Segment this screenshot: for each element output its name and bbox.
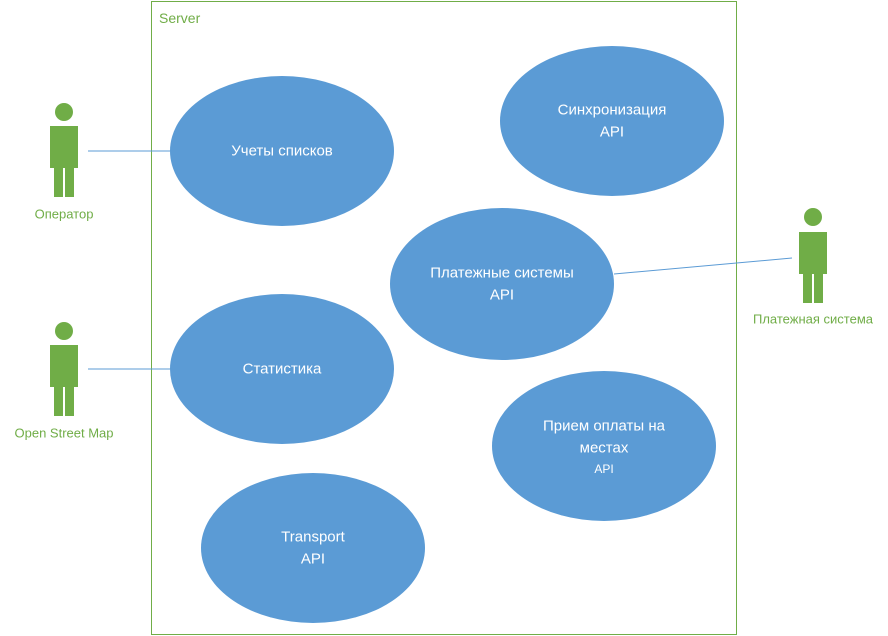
actor-osm[interactable]: Open Street Map [15,322,114,441]
actor-operator[interactable]: Оператор [35,103,94,222]
actor-payment-icon [799,208,827,303]
use-case-onsite-shape [492,371,716,521]
use-case-lists-label: Учеты списков [231,143,333,160]
actor-operator-icon [50,103,78,197]
system-title: Server [159,10,201,26]
use-case-stats-shape [170,294,394,444]
use-case-onsite-label-2: местах [580,440,629,457]
actor-payment[interactable]: Платежная система [753,208,874,327]
actor-osm-icon [50,322,78,416]
use-case-transport[interactable]: Transport API [201,473,425,623]
use-case-lists-shape [170,76,394,226]
use-case-payments-label-2: API [490,287,514,304]
use-case-payments-label-1: Платежные системы [430,265,574,282]
use-case-stats-label: Статистика [243,361,322,378]
use-case-transport-shape [201,473,425,623]
use-case-sync-label-1: Синхронизация [558,102,667,119]
use-case-onsite-label-3: API [594,462,613,476]
system-boundary [151,1,737,635]
use-case-transport-label-2: API [301,551,325,568]
use-case-sync[interactable]: Синхронизация API [500,46,724,196]
connector-payment-payments [613,257,793,275]
actor-payment-label: Платежная система [753,312,874,327]
use-case-onsite[interactable]: Прием оплаты на местах API [492,371,716,521]
actor-operator-label: Оператор [35,207,94,222]
use-case-payments-shape [390,208,614,360]
use-case-sync-label-2: API [600,124,624,141]
use-case-transport-label-1: Transport [281,529,345,546]
use-case-payments[interactable]: Платежные системы API [390,208,614,360]
use-case-sync-shape [500,46,724,196]
use-case-lists[interactable]: Учеты списков [170,76,394,226]
use-case-onsite-label-1: Прием оплаты на [543,418,666,435]
actor-osm-label: Open Street Map [15,426,114,441]
use-case-stats[interactable]: Статистика [170,294,394,444]
